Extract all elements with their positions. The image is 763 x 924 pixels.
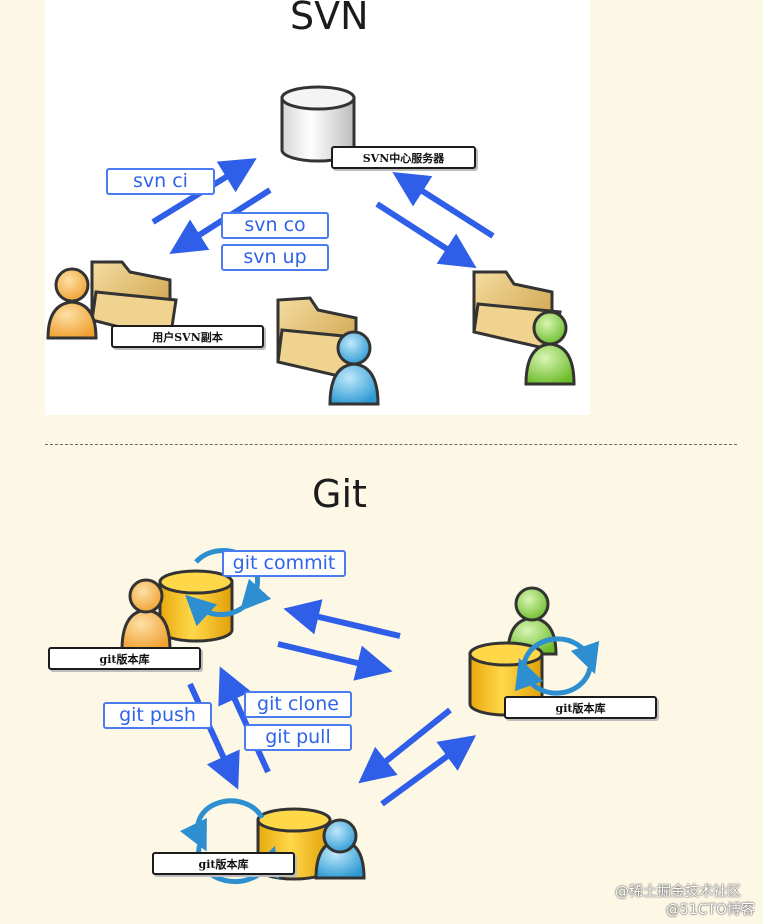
watermark-51cto: @51CTO博客: [665, 902, 755, 918]
git-cycle-icon-right: [514, 636, 600, 696]
user-icon-orange-svn: [46, 267, 98, 340]
svn-client-label: 用户SVN副本: [111, 325, 264, 348]
svn-co-command: svn co: [221, 212, 329, 239]
user-icon-blue-git: [314, 818, 366, 880]
svn-server-label: SVN中心服务器: [331, 146, 476, 169]
git-repo-label-top-left: git版本库: [48, 647, 201, 670]
watermark-juejin: @稀土掘金技术社区: [615, 884, 741, 900]
section-divider: [45, 444, 737, 445]
user-icon-orange-git: [120, 578, 172, 652]
svn-up-command: svn up: [221, 244, 329, 271]
git-title: Git: [312, 472, 367, 516]
git-push-command: git push: [103, 702, 212, 729]
svn-title: SVN: [290, 0, 369, 38]
svn-ci-command: svn ci: [106, 168, 215, 195]
git-pull-command: git pull: [244, 724, 352, 751]
git-arrows: [187, 599, 477, 807]
git-repo-label-bottom: git版本库: [152, 852, 295, 875]
user-icon-blue-svn: [328, 330, 380, 406]
git-commit-command: git commit: [222, 550, 346, 577]
svn-right-down-arrow: [375, 201, 477, 269]
git-clone-command: git clone: [244, 691, 352, 718]
user-icon-green-svn: [524, 310, 576, 386]
svn-right-up-arrow: [392, 171, 495, 239]
git-repo-label-right: git版本库: [504, 696, 657, 719]
